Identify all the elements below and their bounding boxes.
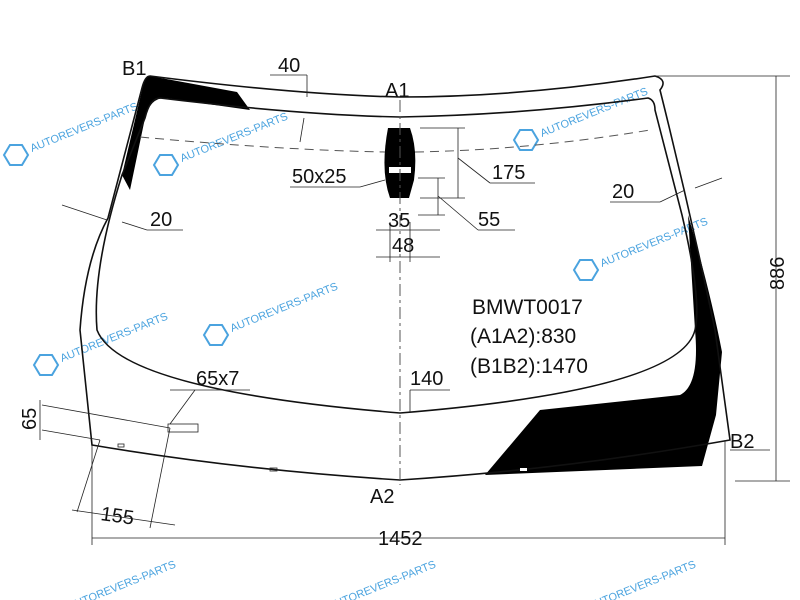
dim-width: 1452 [378, 528, 423, 550]
tab-marker [520, 468, 527, 471]
dim-35: 35 [388, 210, 410, 232]
watermark-logo-icon [32, 354, 60, 376]
measurement-b1b2: (B1B2):1470 [470, 355, 588, 378]
watermark-text: AUTOREVERS-PARTS [29, 101, 140, 155]
glass-outline [79, 75, 731, 481]
watermark-text: AUTOREVERS-PARTS [539, 86, 650, 140]
watermark-logo-icon [572, 259, 600, 281]
point-a2-label: A2 [370, 486, 394, 508]
dim-55: 55 [478, 209, 500, 231]
tab-marker [269, 467, 278, 472]
dim-sensor-height: 175 [492, 162, 525, 184]
dim-65: 65 [19, 408, 41, 430]
dim-bottom-band: 140 [410, 368, 443, 390]
watermark-text: AUTOREVERS-PARTS [179, 111, 290, 165]
part-code: BMWT0017 [472, 296, 583, 319]
measurement-a1a2: (A1A2):830 [470, 325, 576, 348]
visible-area-outline [95, 97, 698, 414]
watermark-text: AUTOREVERS-PARTS [59, 311, 170, 365]
dim-tab: 65x7 [196, 368, 239, 390]
tab-marker [117, 443, 125, 448]
frit-right [485, 215, 722, 475]
point-b2-label: B2 [730, 431, 754, 453]
dim-155: 155 [99, 503, 135, 529]
dimension-lines [39, 74, 790, 545]
dim-right-band: 20 [612, 181, 634, 203]
dim-48: 48 [392, 235, 414, 257]
watermark-logo-icon [512, 129, 540, 151]
point-a1-label: A1 [385, 80, 409, 102]
watermark-logo-icon [2, 144, 30, 166]
sensor-line [139, 129, 651, 153]
tab-marker [167, 423, 199, 433]
watermark-text: AUTOREVERS-PARTS [67, 559, 178, 600]
watermark-text: AUTOREVERS-PARTS [587, 559, 698, 600]
watermark-text: AUTOREVERS-PARTS [327, 559, 438, 600]
dim-height: 886 [767, 257, 789, 290]
point-b1-label: B1 [122, 58, 146, 80]
dim-top-band: 40 [278, 55, 300, 77]
watermark-logos [2, 129, 600, 376]
watermark-text: AUTOREVERS-PARTS [229, 281, 340, 335]
watermark-logo-icon [152, 154, 180, 176]
dim-sensor-area: 50x25 [292, 166, 347, 188]
dim-left-band: 20 [150, 209, 172, 231]
watermark-logo-icon [202, 324, 230, 346]
